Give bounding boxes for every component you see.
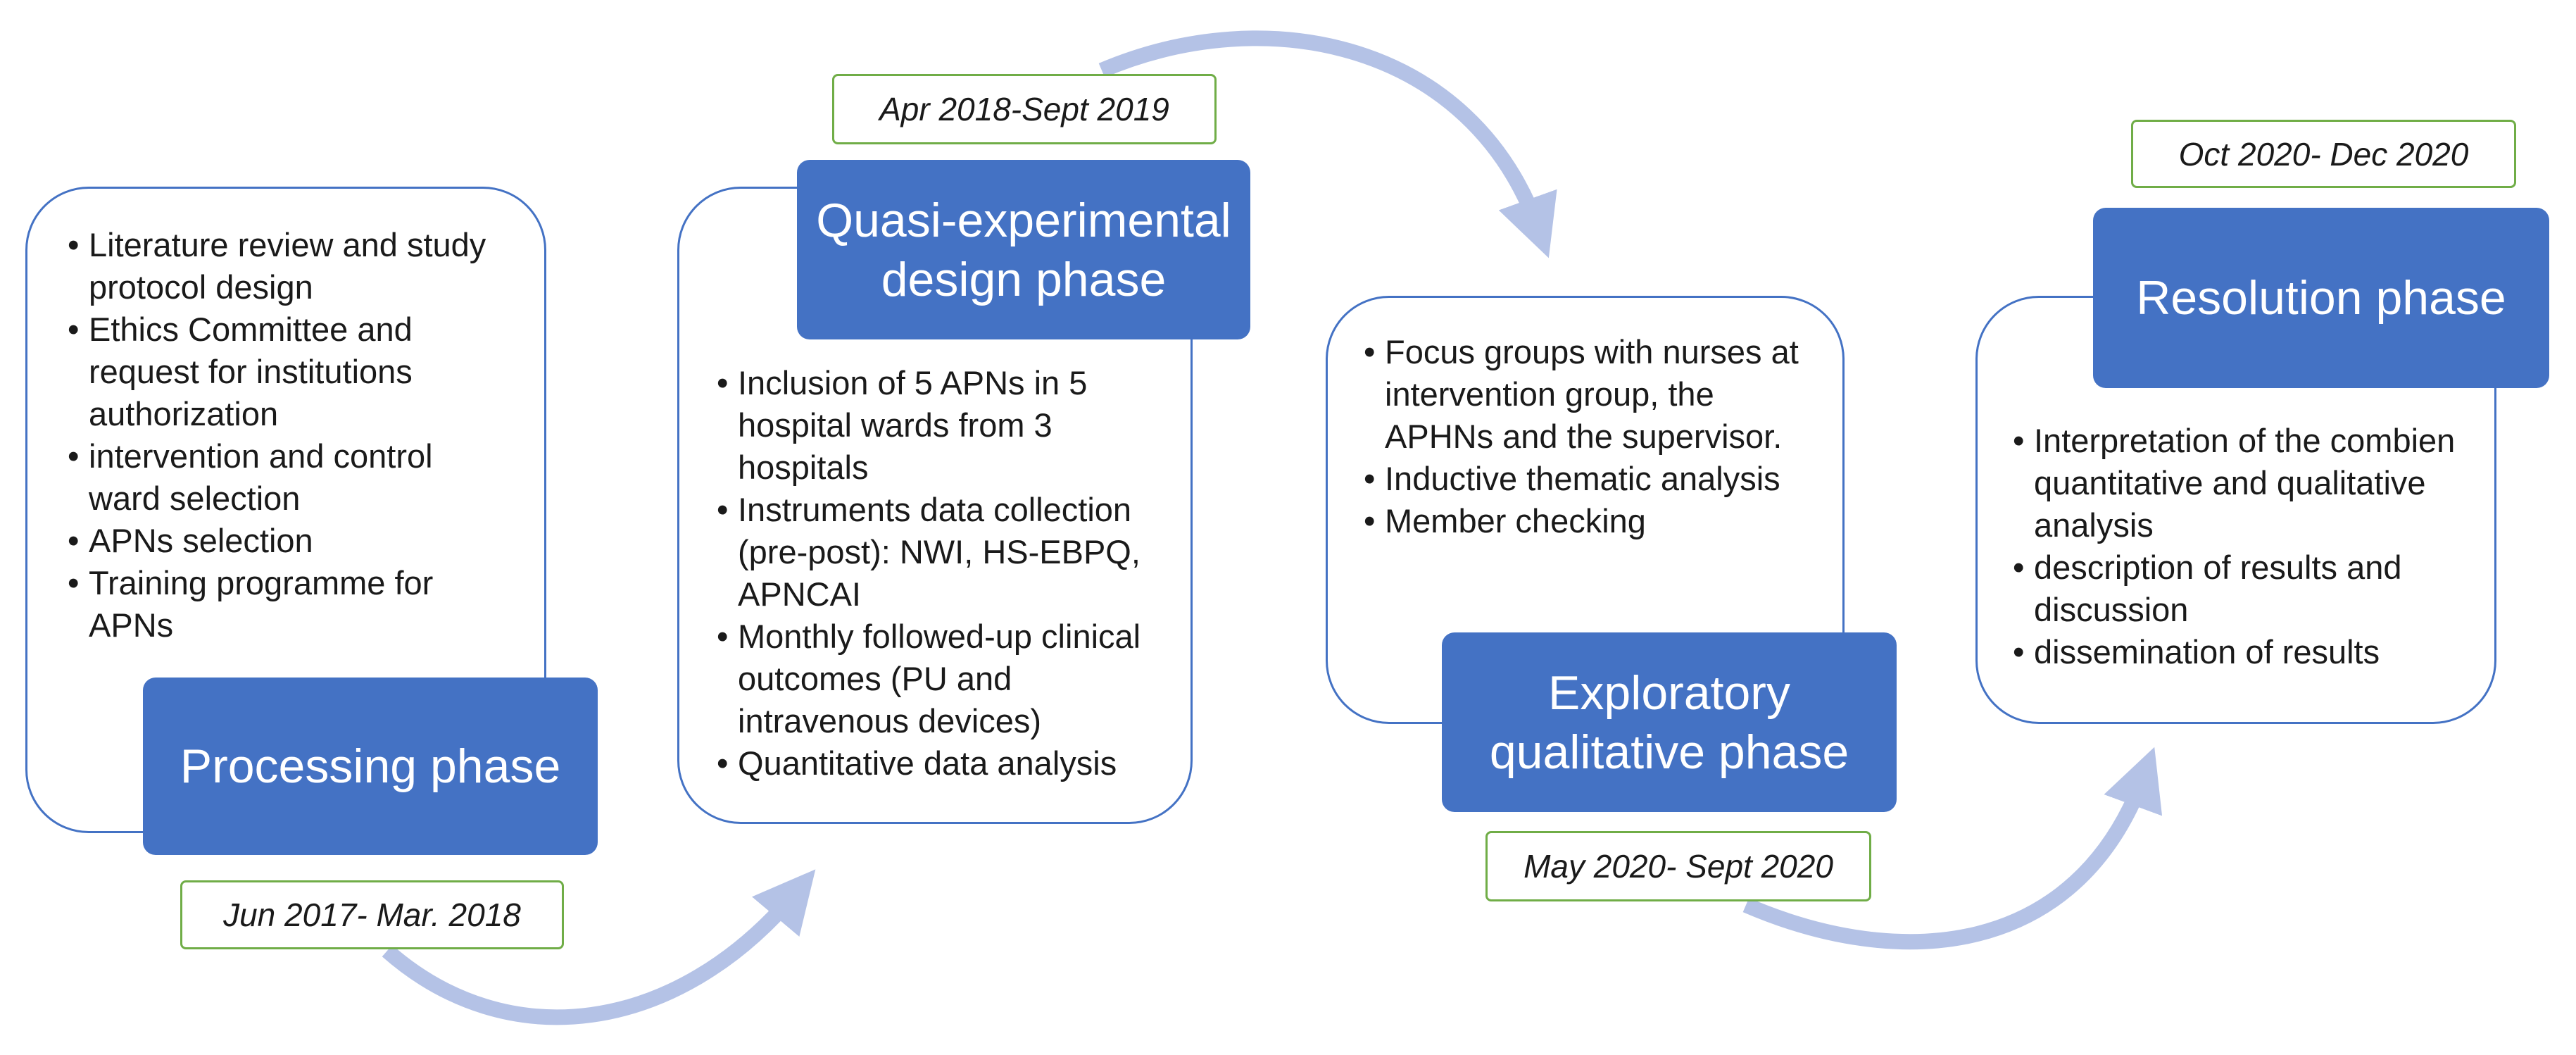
processing-phase-title: Processing phase (143, 678, 598, 855)
list-item: Quantitative data analysis (717, 742, 1167, 785)
list-item: APNs selection (68, 520, 511, 562)
resolution-list: Interpretation of the combien quantitati… (2013, 420, 2470, 673)
arrow-processing-to-quasi (382, 869, 816, 1025)
resolution-date: Oct 2020- Dec 2020 (2131, 120, 2516, 188)
list-item: dissemination of results (2013, 631, 2470, 673)
exploratory-phase-title: Exploratory qualitative phase (1442, 632, 1897, 812)
list-item: Literature review and study protocol des… (68, 224, 511, 308)
list-item: Interpretation of the combien quantitati… (2013, 420, 2470, 547)
list-item: description of results and discussion (2013, 547, 2470, 631)
quasi-phase-title: Quasi-experimental design phase (797, 160, 1250, 339)
exploratory-date: May 2020- Sept 2020 (1485, 831, 1871, 901)
quasi-date: Apr 2018-Sept 2019 (832, 74, 1217, 144)
list-item: intervention and control ward selection (68, 435, 511, 520)
quasi-list: Inclusion of 5 APNs in 5 hospital wards … (717, 362, 1167, 785)
resolution-phase-title: Resolution phase (2093, 208, 2549, 388)
list-item: Focus groups with nurses at intervention… (1364, 331, 1828, 458)
list-item: Inductive thematic analysis (1364, 458, 1828, 500)
exploratory-list: Focus groups with nurses at intervention… (1364, 331, 1828, 542)
arrow-quasi-to-exploratory (1098, 30, 1557, 258)
list-item: Training programme for APNs (68, 562, 511, 647)
processing-date: Jun 2017- Mar. 2018 (180, 880, 564, 949)
arrow-exploratory-to-resolution (1742, 747, 2163, 950)
processing-list: Literature review and study protocol des… (68, 224, 511, 647)
list-item: Member checking (1364, 500, 1828, 542)
list-item: Ethics Committee and request for institu… (68, 308, 511, 435)
list-item: Instruments data collection (pre-post): … (717, 489, 1167, 616)
list-item: Inclusion of 5 APNs in 5 hospital wards … (717, 362, 1167, 489)
list-item: Monthly followed-up clinical outcomes (P… (717, 616, 1167, 742)
